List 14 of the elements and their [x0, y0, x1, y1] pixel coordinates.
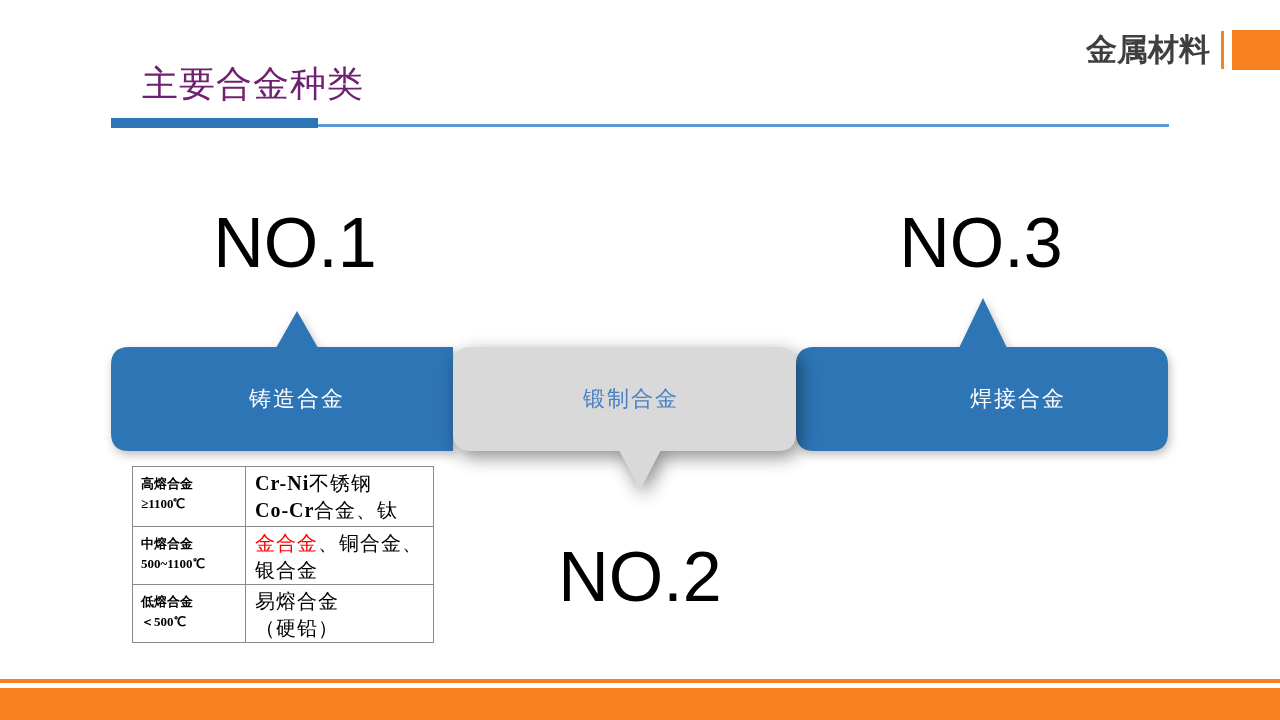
table-cell: 中熔合金500~1100℃ — [132, 526, 246, 585]
rank-heading: NO.3 — [898, 208, 1064, 278]
table-cell: Cr-Ni不锈钢 Co-Cr合金、钛 — [245, 466, 434, 527]
callout-label: 焊接合金 — [970, 385, 1066, 413]
table-cell: 高熔合金≥1100℃ — [132, 466, 246, 527]
section-label: 金属材料 — [1086, 31, 1210, 69]
callout-label: 锻制合金 — [583, 385, 679, 413]
rank-heading: NO.1 — [212, 208, 378, 278]
slide-title: 主要合金种类 — [142, 63, 364, 106]
table-cell: 低熔合金＜500℃ — [132, 584, 246, 643]
rank-heading: NO.2 — [557, 542, 723, 612]
callout-label: 铸造合金 — [249, 385, 345, 413]
table-cell: 金合金、铜合金、银合金 — [245, 526, 434, 585]
table-cell: 易熔合金（硬铅） — [245, 584, 434, 643]
